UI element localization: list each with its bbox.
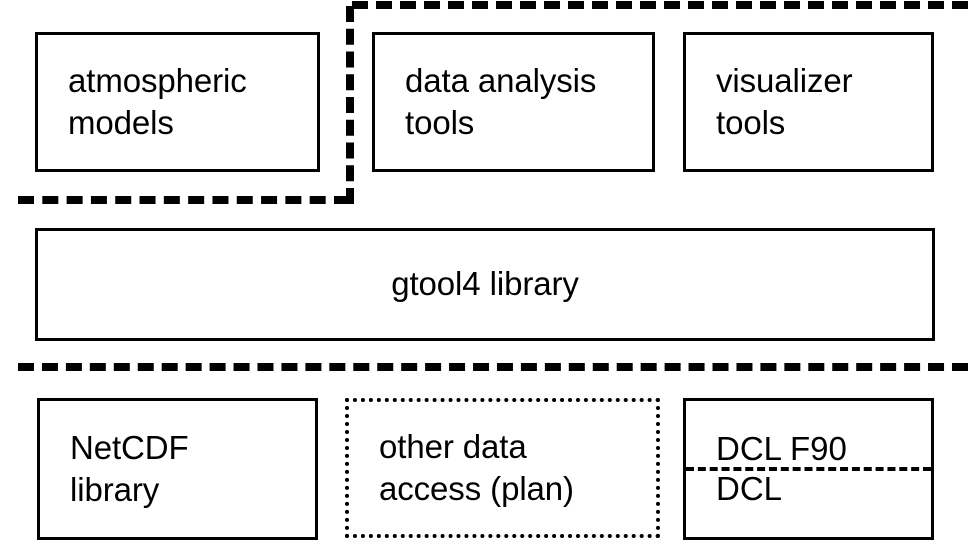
box-netcdf-library-label: NetCDF library: [70, 428, 189, 508]
box-atmospheric-models-label: atmospheric models: [68, 61, 247, 141]
box-dcl-f90-label: DCL F90: [716, 429, 847, 467]
box-dcl-stack: DCL F90 DCL: [683, 398, 934, 540]
dcl-stack-divider: [686, 467, 931, 471]
box-atmospheric-models: atmospheric models: [35, 32, 320, 172]
application-boundary-vertical-dashes: [346, 6, 354, 204]
application-boundary-bottom-dashes: [18, 196, 350, 204]
box-visualizer-tools-label: visualizer tools: [716, 61, 853, 141]
box-other-data-access-label: other data access (plan): [379, 427, 574, 507]
box-gtool4-library: gtool4 library: [35, 228, 935, 341]
box-gtool4-library-label: gtool4 library: [391, 265, 579, 303]
box-dcl-f90-cell: DCL F90: [686, 401, 931, 469]
box-netcdf-library: NetCDF library: [37, 398, 318, 540]
data-access-separator-dashes: [18, 363, 968, 371]
box-visualizer-tools: visualizer tools: [683, 32, 934, 172]
application-boundary-top-dashes: [352, 1, 968, 9]
box-data-analysis-tools: data analysis tools: [372, 32, 655, 172]
box-dcl-label: DCL: [716, 470, 783, 507]
box-data-analysis-tools-label: data analysis tools: [405, 61, 597, 141]
box-other-data-access: other data access (plan): [345, 398, 660, 538]
box-dcl-cell: DCL: [686, 469, 931, 537]
